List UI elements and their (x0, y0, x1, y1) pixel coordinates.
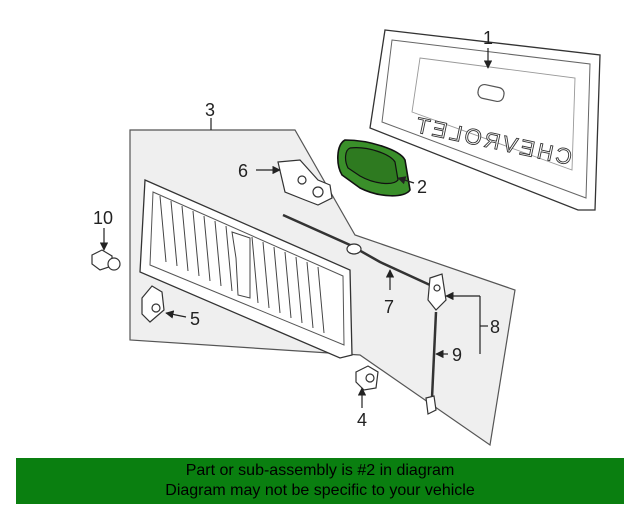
banner-line-part-number: Part or sub-assembly is #2 in diagram (185, 462, 455, 479)
latch-cable-part-9 (425, 273, 447, 415)
callout-3: 3 (205, 100, 215, 120)
handle-bezel-part-2[interactable] (337, 139, 411, 197)
rod-part-7 (282, 213, 431, 287)
callout-2: 2 (417, 177, 427, 197)
callout-4: 4 (357, 410, 367, 430)
callout-5: 5 (190, 309, 200, 329)
callout-6: 6 (238, 161, 248, 181)
bolt-part-10 (91, 249, 121, 271)
striker-part-5 (141, 285, 165, 323)
tailgate-outer-shell: CHEVROLET (369, 29, 601, 211)
info-banner: Part or sub-assembly is #2 in diagram Di… (16, 458, 624, 504)
latch-part-4 (355, 365, 379, 391)
callout-10: 10 (93, 208, 113, 228)
callout-9: 9 (452, 345, 462, 365)
banner-line-disclaimer: Diagram may not be specific to your vehi… (165, 482, 475, 499)
callout-7: 7 (384, 297, 394, 317)
callout-8: 8 (490, 317, 500, 337)
parts-diagram: CHEVROLET (91, 28, 601, 447)
callout-1: 1 (483, 28, 493, 48)
handle-assembly-part-6 (277, 159, 333, 206)
tailgate-inner-panel (139, 179, 353, 359)
